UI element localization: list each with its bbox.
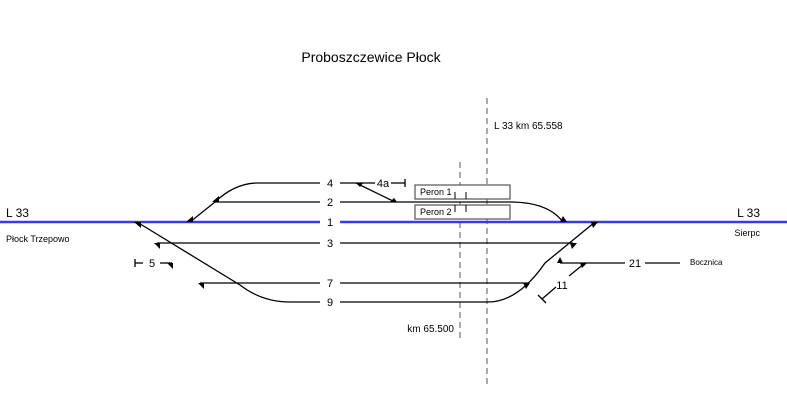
km-label-top: L 33 km 65.558 bbox=[494, 121, 563, 132]
switch-icon bbox=[523, 283, 530, 289]
left-connecting-curve bbox=[136, 221, 291, 303]
track-11-label: 11 bbox=[556, 280, 567, 292]
platform-2 bbox=[414, 204, 511, 220]
platform-1-label: Peron 1 bbox=[420, 187, 452, 197]
line-label-right: L 33 bbox=[737, 206, 760, 220]
track-4-label: 4 bbox=[327, 178, 333, 190]
platform-1 bbox=[414, 184, 511, 200]
track-5-label: 5 bbox=[149, 258, 155, 270]
switch-icon bbox=[390, 198, 397, 202]
line-label-left: L 33 bbox=[6, 206, 29, 220]
switch-icon bbox=[591, 222, 598, 228]
station-title: Proboszczewice Płock bbox=[301, 49, 441, 65]
switch-icon bbox=[560, 216, 567, 222]
track-21-label: 21 bbox=[629, 258, 641, 270]
switch-icon bbox=[557, 257, 563, 263]
switch-icon bbox=[570, 243, 577, 249]
siding-label: Bocznica bbox=[690, 258, 723, 267]
switch-icon bbox=[167, 263, 173, 269]
platform-2-label: Peron 2 bbox=[420, 207, 452, 217]
track-4a-label: 4a bbox=[377, 178, 390, 190]
track-9-label: 9 bbox=[327, 297, 333, 309]
switch-icon bbox=[212, 196, 219, 202]
right-connecting-curve bbox=[487, 221, 596, 303]
switch-icon bbox=[356, 183, 363, 187]
destination-left: Płock Trzepowo bbox=[6, 234, 70, 244]
track-4 bbox=[214, 182, 320, 203]
switch-icon bbox=[154, 243, 160, 249]
track-2-label: 2 bbox=[327, 197, 333, 209]
switch-icon bbox=[198, 283, 204, 289]
switch-icon bbox=[186, 216, 193, 222]
track-1-label: 1 bbox=[327, 217, 333, 229]
buffer-stop-11-icon bbox=[537, 294, 547, 304]
track-4a bbox=[355, 182, 396, 203]
track-3-label: 3 bbox=[327, 238, 333, 250]
switch-markers bbox=[134, 183, 598, 289]
track-7-label: 7 bbox=[327, 278, 333, 290]
switch-icon bbox=[134, 222, 141, 228]
switch-icon bbox=[580, 263, 587, 268]
km-label-bottom: km 65.500 bbox=[407, 324, 454, 335]
destination-right: Sierpc bbox=[734, 228, 760, 238]
